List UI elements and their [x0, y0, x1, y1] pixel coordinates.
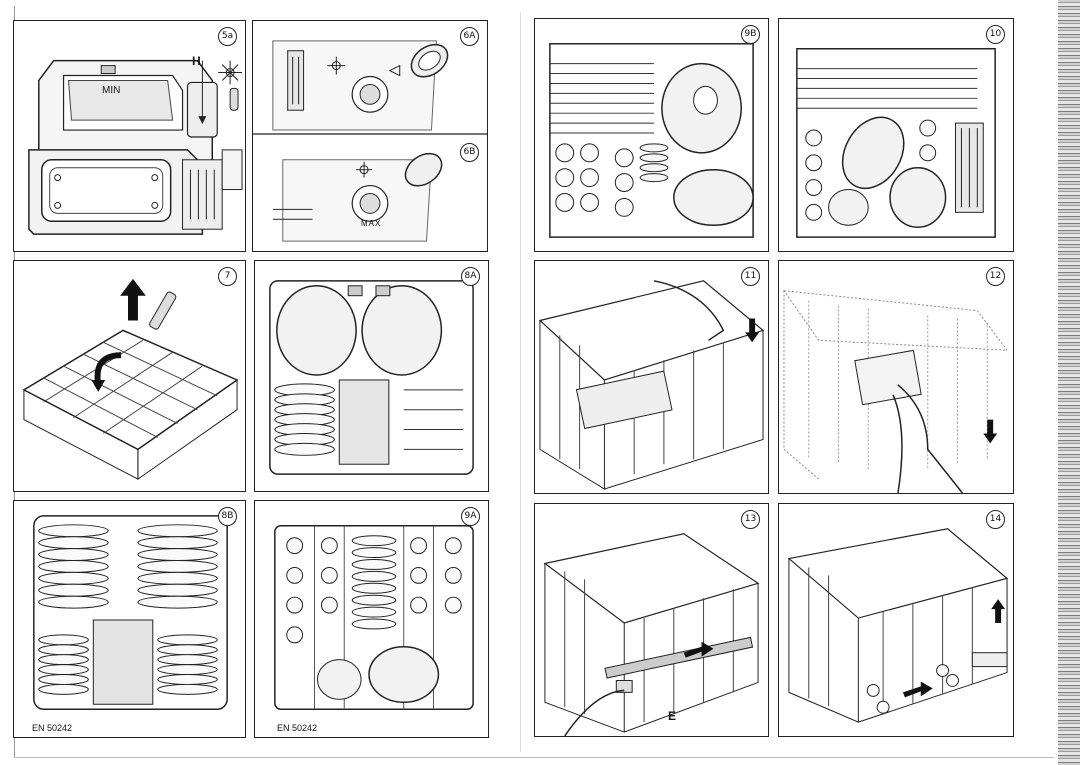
panel-12-folding-supports-hand: 12 [778, 260, 1014, 494]
panel-13-badge: 13 [741, 510, 760, 529]
panel-6b-badge: 6B [460, 143, 479, 162]
panel-14-badge: 14 [986, 510, 1005, 529]
lower-basket-plates-illustration [33, 515, 228, 710]
lower-basket-pots-illustration [269, 280, 474, 475]
rinse-aid-illustration [253, 40, 487, 242]
dispenser-min-label: MIN [102, 85, 121, 96]
lower-basket-illustration [22, 278, 239, 481]
panel-8b-badge: 8B [218, 507, 237, 526]
panel-11-folding-supports: 11 [534, 260, 769, 494]
panel-12-badge: 12 [986, 267, 1005, 286]
dispenser-h-label: H [192, 54, 201, 68]
lever-e-label: E [668, 709, 677, 723]
panel-10-upper-basket-cutlery: 10 [778, 18, 1014, 252]
panel-8b-lower-basket-plates: 8B EN 50242 [13, 500, 246, 738]
panel-8b-standard-caption: EN 50242 [32, 723, 73, 733]
folding-supports-hand-illustration [782, 290, 1009, 493]
panel-8a-badge: 8A [461, 267, 480, 286]
scanned-page-edge [1058, 0, 1080, 765]
panel-9a-standard-caption: EN 50242 [277, 723, 318, 733]
detergent-dispenser-illustration [28, 59, 243, 235]
bottom-border-line [14, 757, 1054, 758]
panel-5a-badge: 5a [218, 27, 237, 46]
panel-9b-upper-basket-loaded: 9B [534, 18, 769, 252]
panel-14-basket-raised: 14 [778, 503, 1014, 737]
panel-9a-upper-basket-standard: 9A EN 50242 [254, 500, 489, 738]
basket-height-adjust-illustration [543, 533, 760, 736]
panel-9b-badge: 9B [741, 25, 760, 44]
rinse-aid-max-label: MAX [361, 219, 382, 228]
panel-11-badge: 11 [741, 267, 760, 286]
panel-5a-detergent-dispenser: 5a H MIN [13, 20, 246, 252]
panel-8a-lower-basket-pots: 8A [254, 260, 489, 492]
upper-basket-standard-illustration [274, 525, 474, 710]
basket-raised-illustration [787, 528, 1009, 723]
panel-7-lower-basket: 7 [13, 260, 246, 492]
panel-7-badge: 7 [218, 267, 237, 286]
upper-basket-loaded-illustration [549, 43, 754, 238]
panel-13-basket-height-adjust: 13 E [534, 503, 769, 737]
page-fold [520, 12, 521, 752]
panel-6-rinse-aid-dispenser: 6A 6B MAX [252, 20, 488, 252]
panel-10-badge: 10 [986, 25, 1005, 44]
panel-9a-badge: 9A [461, 507, 480, 526]
folding-supports-illustration [538, 280, 765, 490]
upper-basket-cutlery-illustration [796, 48, 996, 238]
panel-6a-badge: 6A [460, 27, 479, 46]
